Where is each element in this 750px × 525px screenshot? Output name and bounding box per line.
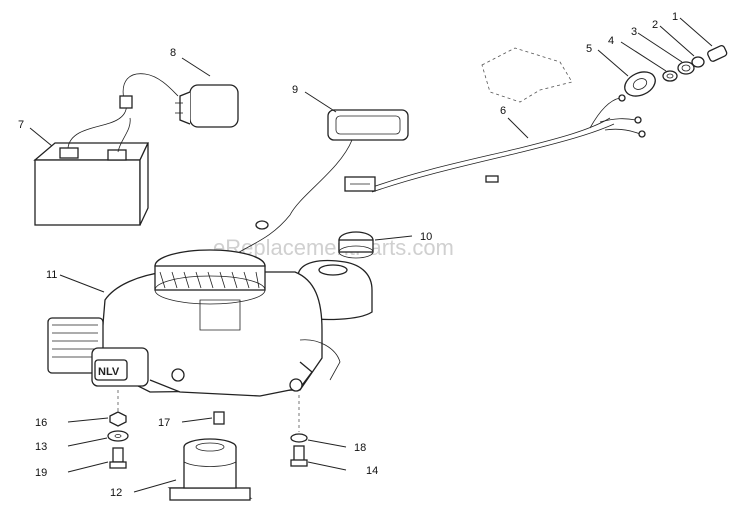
- right-bolt-part: [290, 445, 308, 467]
- callout-4: 4: [608, 35, 614, 47]
- callout-2: 2: [652, 19, 658, 31]
- fuel-cap-part: [338, 231, 374, 259]
- callout-13: 13: [35, 441, 47, 453]
- charger-part: [119, 73, 239, 128]
- callout-9: 9: [292, 84, 298, 96]
- callout-1: 1: [672, 11, 678, 23]
- ignition-lead-part: [229, 109, 409, 259]
- callout-19: 19: [35, 467, 47, 479]
- callout-14: 14: [366, 465, 378, 477]
- dashed-housing-outline: [481, 47, 573, 103]
- switch-nut-part: [662, 70, 678, 82]
- callout-6: 6: [500, 105, 506, 117]
- key-part: [213, 411, 225, 425]
- callout-10: 10: [420, 231, 432, 243]
- callout-16: 16: [35, 417, 47, 429]
- callout-5: 5: [586, 43, 592, 55]
- ignition-switch-part: [624, 71, 656, 97]
- ignition-key-part: [707, 45, 728, 62]
- callout-11: 11: [46, 269, 57, 281]
- callout-17: 17: [158, 417, 170, 429]
- spacer-part: [167, 438, 253, 501]
- callout-18: 18: [354, 442, 366, 454]
- right-washer-part: [290, 433, 308, 443]
- engine-badge: NLV: [98, 366, 120, 378]
- callout-3: 3: [631, 26, 637, 38]
- callout-7: 7: [18, 119, 24, 131]
- switch-bezel-part: [691, 56, 705, 68]
- switch-washer-part: [677, 61, 695, 75]
- callout-8: 8: [170, 47, 176, 59]
- bolt-part: [109, 447, 127, 469]
- engine-part: NLV: [47, 249, 373, 397]
- callout-12: 12: [110, 487, 122, 499]
- wire-harness-part: [344, 94, 646, 193]
- battery-part: [33, 99, 150, 226]
- nut-part: [109, 411, 127, 427]
- washer-part: [107, 430, 129, 442]
